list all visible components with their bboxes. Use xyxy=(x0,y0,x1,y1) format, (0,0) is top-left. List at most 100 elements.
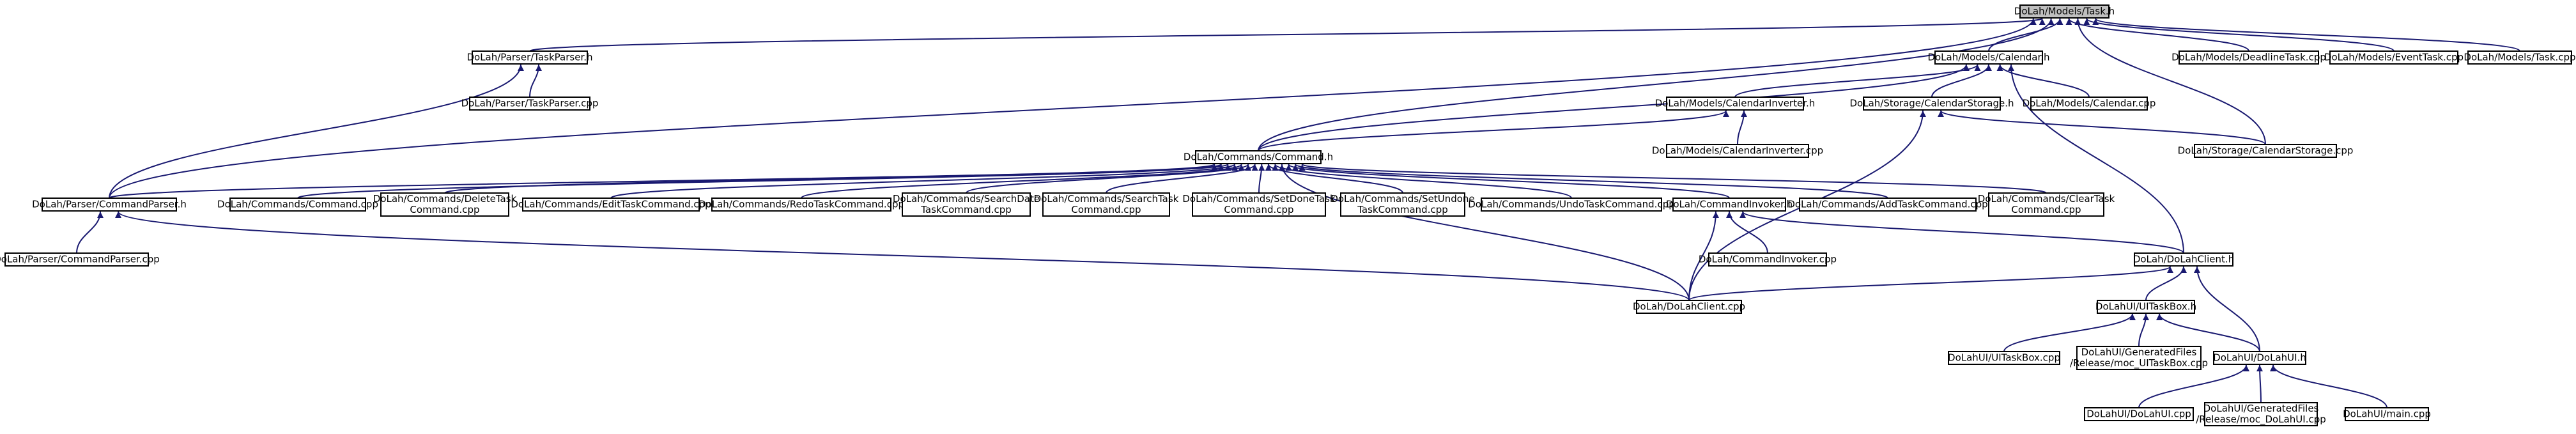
node-label: DoLah/Parser/CommandParser.h xyxy=(32,199,187,210)
edge-redotaskcommand_cpp-to-command_h xyxy=(801,164,1245,199)
node-main-cpp[interactable]: DoLahUI/main.cpp xyxy=(2343,407,2431,421)
node-moc-uitaskbox-cpp[interactable]: DoLahUI/GeneratedFiles/Release/moc_UITas… xyxy=(2070,346,2208,370)
edge-commandinvoker_h-to-command_h xyxy=(1285,164,1730,199)
node-calendar-h[interactable]: DoLah/Models/Calendar.h xyxy=(1927,50,2050,65)
node-commandparser-cpp[interactable]: DoLah/Parser/CommandParser.cpp xyxy=(0,252,160,267)
node-command-cpp[interactable]: DoLah/Commands/Command.cpp xyxy=(217,198,378,212)
node-task-cpp[interactable]: DoLah/Models/Task.cpp xyxy=(2464,50,2576,65)
node-box xyxy=(2084,407,2194,421)
node-label: DoLah/Commands/ClearTask xyxy=(1978,193,2115,205)
node-label: DoLah/Commands/UndoTaskCommand.cpp xyxy=(1468,199,1675,210)
node-label: DoLah/Commands/SetDoneTask xyxy=(1182,193,1336,205)
node-commandinvoker-cpp[interactable]: DoLah/CommandInvoker.cpp xyxy=(1699,252,1837,267)
node-label: Command.cpp xyxy=(2011,204,2081,215)
edge-eventtask_cpp-to-task_h xyxy=(2083,18,2395,52)
node-label: DoLah/Models/Task.h xyxy=(2014,6,2115,17)
edge-calendarstorage_cpp-to-task_h xyxy=(2074,18,2266,145)
edge-calendar_cpp-to-calendar_h xyxy=(1996,64,2090,98)
edge-moc_dolahui_cpp-to-dolahui_h xyxy=(2256,364,2264,403)
node-addtaskcommand-cpp[interactable]: DoLah/Commands/AddTaskCommand.cpp xyxy=(1787,198,1988,212)
node-box xyxy=(380,192,509,217)
node-box xyxy=(902,192,1031,217)
edge-dolahui_h-to-dolahclient_h xyxy=(2194,266,2260,352)
node-command-h[interactable]: DoLah/Commands/Command.h xyxy=(1184,150,1333,164)
node-calendarinverter-cpp[interactable]: DoLah/Models/CalendarInverter.cpp xyxy=(1652,144,1823,158)
node-calendarstorage-cpp[interactable]: DoLah/Storage/CalendarStorage.cpp xyxy=(2178,144,2354,158)
node-box xyxy=(1666,144,1809,158)
node-moc-dolahui-cpp[interactable]: DoLahUI/GeneratedFiles/Release/moc_DoLah… xyxy=(2196,402,2326,426)
node-box xyxy=(1863,97,2001,111)
edge-commandinvoker_cpp-to-commandinvoker_h xyxy=(1726,211,1768,254)
node-label: DoLah/Parser/TaskParser.h xyxy=(467,52,592,63)
node-box xyxy=(2204,402,2318,426)
edge-calendarstorage_cpp-to-calendarstorage_h xyxy=(1938,110,2266,145)
node-uitaskbox-h[interactable]: DoLahUI/UITaskBox.h xyxy=(2095,300,2196,314)
edge-dolahclient_cpp-to-dolahclient_h xyxy=(1688,266,2173,301)
node-label: DoLahUI/GeneratedFiles xyxy=(2203,403,2319,414)
node-dolahui-h[interactable]: DoLahUI/DoLahUI.h xyxy=(2213,351,2306,365)
node-calendar-cpp[interactable]: DoLah/Models/Calendar.cpp xyxy=(2023,97,2156,111)
node-calendarinverter-h[interactable]: DoLah/Models/CalendarInverter.h xyxy=(1655,97,1816,111)
node-task-h[interactable]: DoLah/Models/Task.h xyxy=(2014,4,2115,19)
edge-cleartaskcommand_cpp-to-command_h xyxy=(1299,164,2047,194)
node-dolahclient-cpp[interactable]: DoLah/DoLahClient.cpp xyxy=(1633,300,1745,314)
node-taskparser-h[interactable]: DoLah/Parser/TaskParser.h xyxy=(467,50,593,65)
node-label: DoLahUI/GeneratedFiles xyxy=(2081,346,2197,358)
node-calendarstorage-h[interactable]: DoLah/Storage/CalendarStorage.h xyxy=(1850,97,2014,111)
nodes-layer: DoLah/Models/Task.hDoLah/Parser/TaskPars… xyxy=(0,4,2576,426)
node-label: DoLah/Models/Calendar.cpp xyxy=(2023,98,2156,109)
edge-dolahui_h-to-uitaskbox_h xyxy=(2156,313,2260,352)
node-label: Command.cpp xyxy=(1224,204,1293,215)
node-box xyxy=(2179,50,2319,65)
node-label: TaskCommand.cpp xyxy=(1357,204,1448,215)
edge-searchtaskcommand_cpp-to-command_h xyxy=(1106,164,1258,194)
node-label: DoLah/DoLahClient.h xyxy=(2133,254,2234,265)
node-uitaskbox-cpp[interactable]: DoLahUI/UITaskBox.cpp xyxy=(1948,351,2060,365)
edge-dolahclient_cpp-to-command_h xyxy=(1279,164,1690,301)
node-box xyxy=(229,198,366,212)
node-redotaskcommand-cpp[interactable]: DoLah/Commands/RedoTaskCommand.cpp xyxy=(698,198,904,212)
node-box xyxy=(2467,50,2572,65)
edge-uitaskbox_h-to-dolahclient_h xyxy=(2145,266,2187,301)
node-commandparser-h[interactable]: DoLah/Parser/CommandParser.h xyxy=(32,198,187,212)
edge-command_h-to-calendarinverter_h xyxy=(1258,110,1729,151)
node-box xyxy=(2076,346,2202,370)
edge-dolahclient_h-to-calendar_h xyxy=(2008,64,2184,254)
node-box xyxy=(2194,144,2337,158)
node-taskparser-cpp[interactable]: DoLah/Parser/TaskParser.cpp xyxy=(461,97,599,111)
node-box xyxy=(1988,192,2104,217)
node-label: DoLahUI/UITaskBox.h xyxy=(2095,301,2196,313)
node-label: DoLah/CommandInvoker.h xyxy=(1666,199,1793,210)
edge-main_cpp-to-dolahui_h xyxy=(2270,364,2387,408)
node-dolahui-cpp[interactable]: DoLahUI/DoLahUI.cpp xyxy=(2084,407,2194,421)
edge-commandparser_h-to-task_h xyxy=(109,18,2037,199)
node-label: DoLah/Commands/Command.h xyxy=(1184,151,1333,163)
node-undotaskcommand-cpp[interactable]: DoLah/Commands/UndoTaskCommand.cpp xyxy=(1468,198,1675,212)
node-box xyxy=(1340,192,1465,217)
edges-layer xyxy=(76,18,2520,408)
edge-deletetaskcommand_cpp-to-command_h xyxy=(444,164,1231,194)
node-box xyxy=(1672,198,1786,212)
node-label: DoLahUI/UITaskBox.cpp xyxy=(1948,352,2060,364)
node-label: DoLah/Models/CalendarInverter.cpp xyxy=(1652,145,1823,157)
edge-task_cpp-to-task_h xyxy=(2092,18,2520,52)
node-box xyxy=(1799,198,1977,212)
edge-dolahui_cpp-to-dolahui_h xyxy=(2138,364,2249,408)
node-label: /Release/moc_UITaskBox.cpp xyxy=(2070,357,2208,369)
node-eventtask-cpp[interactable]: DoLah/Models/EventTask.cpp xyxy=(2324,50,2464,65)
node-dolahclient-h[interactable]: DoLah/DoLahClient.h xyxy=(2133,252,2234,267)
edge-edittaskcommand_cpp-to-command_h xyxy=(610,164,1238,199)
node-commandinvoker-h[interactable]: DoLah/CommandInvoker.h xyxy=(1666,198,1793,212)
node-label: DoLah/Models/Task.cpp xyxy=(2464,52,2575,63)
node-deadlinetask-cpp[interactable]: DoLah/Models/DeadlineTask.cpp xyxy=(2171,50,2326,65)
node-box xyxy=(2329,50,2458,65)
node-label: DoLah/Commands/RedoTaskCommand.cpp xyxy=(698,199,904,210)
node-box xyxy=(522,198,700,212)
node-edittaskcommand-cpp[interactable]: DoLah/Commands/EditTaskCommand.cpp xyxy=(511,198,711,212)
